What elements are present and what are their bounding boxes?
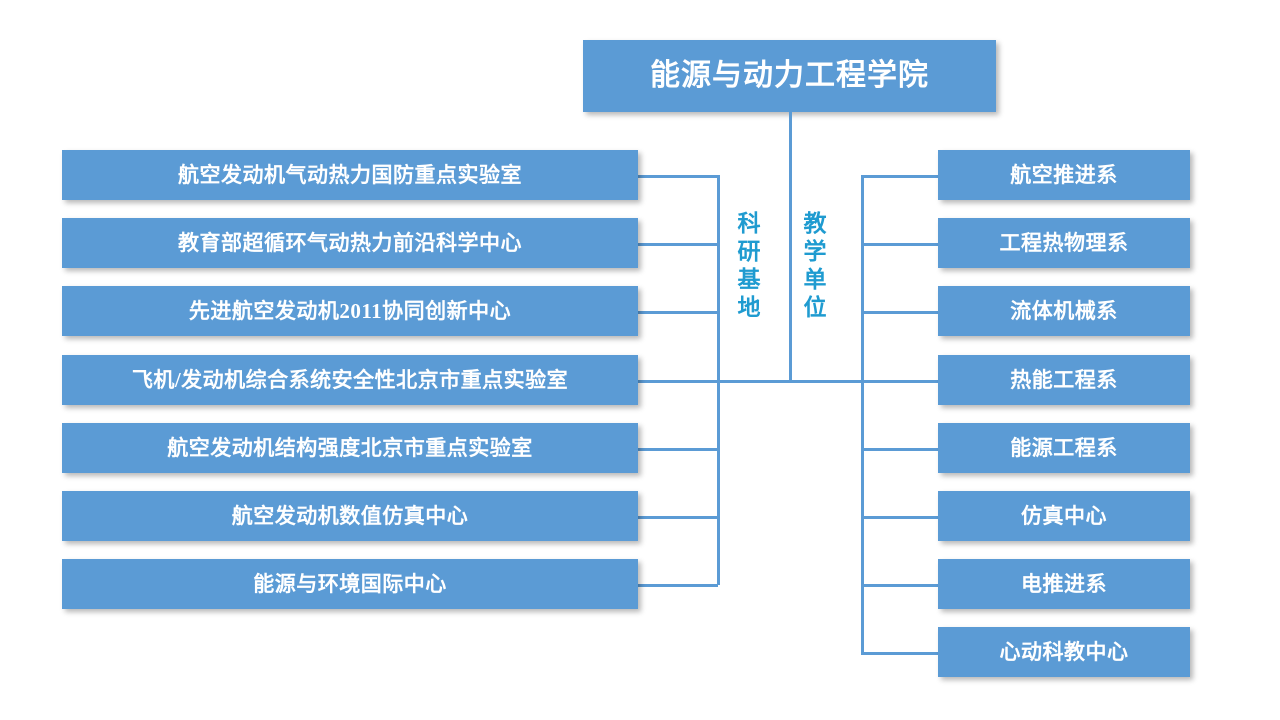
teaching-node-3[interactable]: 流体机械系 <box>938 286 1190 336</box>
teaching-node-5[interactable]: 能源工程系 <box>938 423 1190 473</box>
connector-research-stub-5 <box>638 448 718 451</box>
connector-crossbar <box>718 380 865 383</box>
research-node-3[interactable]: 先进航空发动机2011协同创新中心 <box>62 286 638 336</box>
connector-research-stub-1 <box>638 175 718 178</box>
connector-teaching-stub-5 <box>861 448 938 451</box>
connector-research-spine <box>717 175 720 585</box>
branch-caption-teaching: 教 学 单 位 <box>802 210 828 322</box>
connector-research-stub-6 <box>638 516 718 519</box>
connector-teaching-stub-8 <box>861 652 938 655</box>
research-node-6[interactable]: 航空发动机数值仿真中心 <box>62 491 638 541</box>
connector-teaching-spine <box>861 175 864 653</box>
teaching-node-8[interactable]: 心动科教中心 <box>938 627 1190 677</box>
branch-caption-teaching-char-4: 位 <box>803 295 827 321</box>
branch-caption-teaching-char-1: 教 <box>803 211 827 236</box>
teaching-node-2[interactable]: 工程热物理系 <box>938 218 1190 268</box>
teaching-node-7[interactable]: 电推进系 <box>938 559 1190 609</box>
connector-research-stub-2 <box>638 243 718 246</box>
research-node-5[interactable]: 航空发动机结构强度北京市重点实验室 <box>62 423 638 473</box>
branch-caption-teaching-char-2: 学 <box>803 239 827 265</box>
connector-research-stub-3 <box>638 311 718 314</box>
teaching-node-1[interactable]: 航空推进系 <box>938 150 1190 200</box>
research-node-1[interactable]: 航空发动机气动热力国防重点实验室 <box>62 150 638 200</box>
connector-teaching-stub-4 <box>861 380 938 383</box>
connector-teaching-stub-1 <box>861 175 938 178</box>
connector-research-stub-4 <box>638 380 718 383</box>
connector-root-stem <box>789 112 792 383</box>
branch-caption-teaching-char-3: 单 <box>803 267 827 293</box>
org-root-node[interactable]: 能源与动力工程学院 <box>583 40 996 112</box>
connector-teaching-stub-3 <box>861 311 938 314</box>
branch-caption-research-char-4: 地 <box>737 295 761 321</box>
branch-caption-research-char-1: 科 <box>737 211 761 236</box>
connector-research-stub-7 <box>638 584 718 587</box>
research-node-2[interactable]: 教育部超循环气动热力前沿科学中心 <box>62 218 638 268</box>
connector-teaching-stub-2 <box>861 243 938 246</box>
connector-teaching-stub-7 <box>861 584 938 587</box>
research-node-7[interactable]: 能源与环境国际中心 <box>62 559 638 609</box>
teaching-node-4[interactable]: 热能工程系 <box>938 355 1190 405</box>
branch-caption-research-char-2: 研 <box>737 239 761 265</box>
connector-teaching-stub-6 <box>861 516 938 519</box>
teaching-node-6[interactable]: 仿真中心 <box>938 491 1190 541</box>
research-node-4[interactable]: 飞机/发动机综合系统安全性北京市重点实验室 <box>62 355 638 405</box>
branch-caption-research-char-3: 基 <box>737 267 761 293</box>
branch-caption-research: 科 研 基 地 <box>736 210 762 322</box>
